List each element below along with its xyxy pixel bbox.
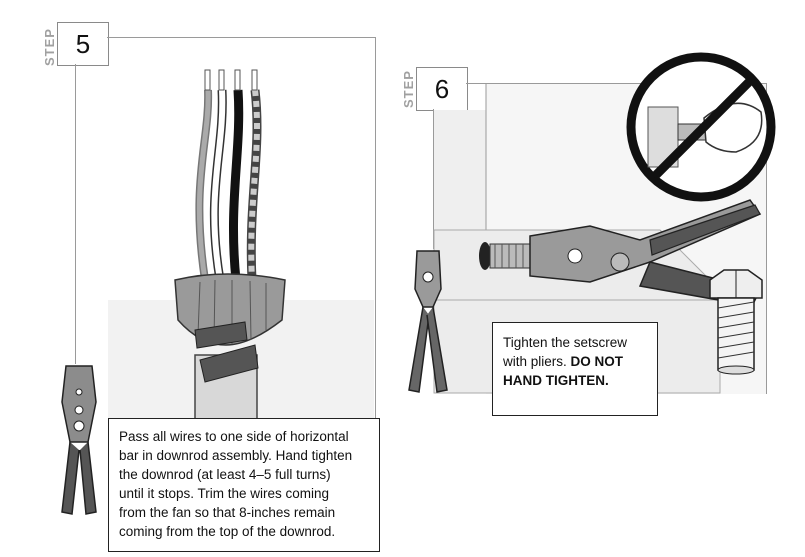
step6-caption-line2-plain: with pliers. [503, 354, 571, 369]
step6-number-box: 6 [416, 67, 468, 111]
step5-caption-line: the downrod (at least 4–5 full turns) [119, 467, 331, 482]
bolt-icon [709, 269, 763, 375]
step6-caption-line3: HAND TIGHTEN. [503, 371, 657, 390]
crimping-pliers-icon [61, 365, 97, 515]
slip-joint-pliers-icon [408, 250, 448, 393]
step5-left-edge [75, 64, 76, 364]
step6-caption-warning: DO NOT [570, 354, 624, 369]
step6-caption-warning-2: HAND TIGHTEN. [503, 373, 609, 388]
step5-caption-line: from the fan so that 8-inches remain [119, 505, 336, 520]
step6-left-edge [433, 109, 434, 249]
step6-caption-line2: with pliers. DO NOT [503, 352, 657, 371]
step5-frame [107, 37, 376, 451]
step5-caption-line: Pass all wires to one side of horizontal [119, 429, 349, 444]
step5-number-box: 5 [57, 22, 109, 66]
step6-caption: Tighten the setscrew with pliers. DO NOT… [492, 322, 658, 416]
step5-caption-line: until it stops. Trim the wires coming [119, 486, 330, 501]
prohibited-hand-tighten-icon [626, 52, 776, 202]
step5-caption-line: coming from the top of the downrod. [119, 524, 336, 539]
step5-caption-line: bar in downrod assembly. Hand tighten [119, 448, 353, 463]
step5-caption: Pass all wires to one side of horizontal… [108, 418, 380, 552]
step6-frame [466, 83, 767, 394]
step6-caption-line1: Tighten the setscrew [503, 335, 628, 350]
